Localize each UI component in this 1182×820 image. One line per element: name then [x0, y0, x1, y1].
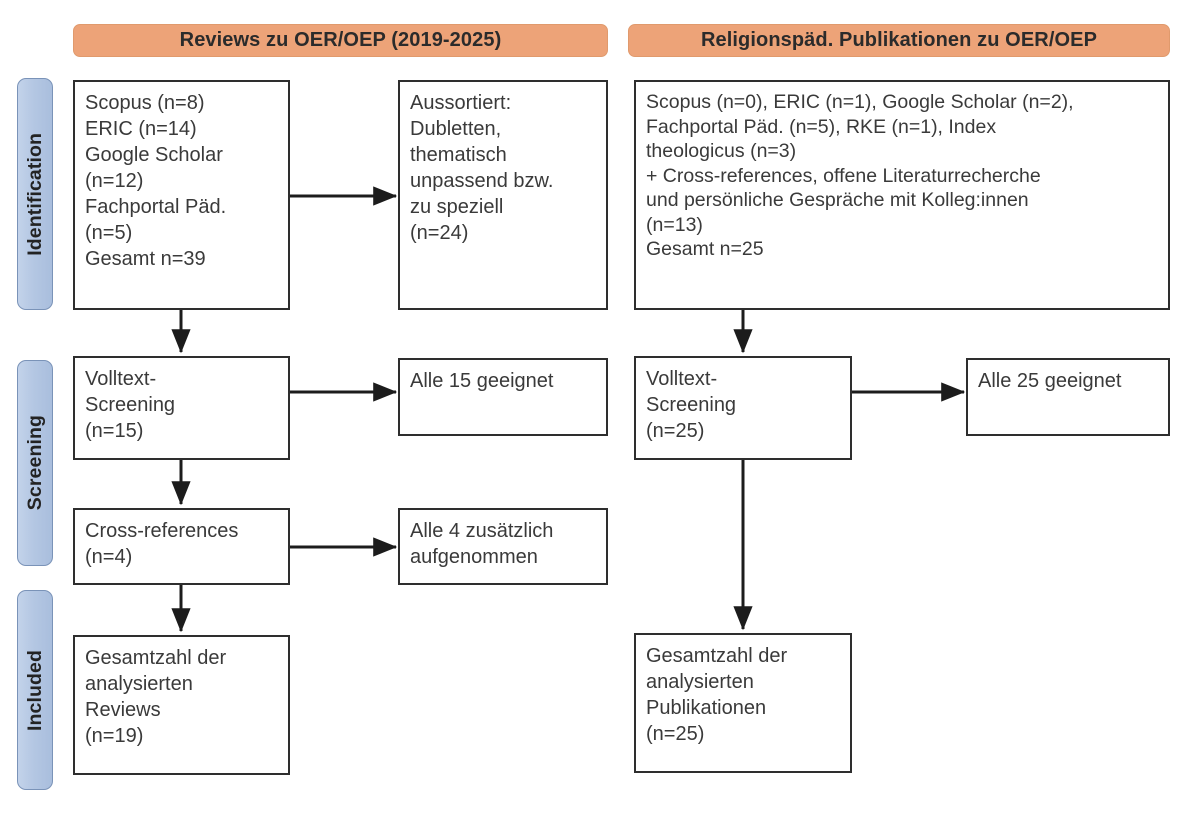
- stage-label-included: Included: [23, 649, 46, 731]
- box-left-crossreferences: Cross-references (n=4): [73, 508, 290, 585]
- box-left-sources: Scopus (n=8) ERIC (n=14) Google Scholar …: [73, 80, 290, 310]
- column-header-reviews-label: Reviews zu OER/OEP (2019-2025): [179, 29, 502, 51]
- box-right-included-total: Gesamtzahl der analysierten Publikatione…: [634, 633, 852, 773]
- stage-label-identification: Identification: [23, 132, 46, 256]
- box-left-fulltext-result: Alle 15 geeignet: [398, 358, 608, 436]
- box-left-crossreferences-result: Alle 4 zusätzlich aufgenommen: [398, 508, 608, 585]
- stage-label-screening: Screening: [23, 415, 46, 511]
- column-header-reviews: Reviews zu OER/OEP (2019-2025): [73, 24, 608, 57]
- stage-pill-included: Included: [17, 590, 53, 790]
- stage-pill-identification: Identification: [17, 78, 53, 310]
- column-header-religionspaed: Religionspäd. Publikationen zu OER/OEP: [628, 24, 1170, 57]
- box-right-fulltext-result: Alle 25 geeignet: [966, 358, 1170, 436]
- column-header-religionspaed-label: Religionspäd. Publikationen zu OER/OEP: [700, 29, 1098, 51]
- stage-pill-screening: Screening: [17, 360, 53, 566]
- box-left-included-total: Gesamtzahl der analysierten Reviews (n=1…: [73, 635, 290, 775]
- box-left-fulltext-screening: Volltext- Screening (n=15): [73, 356, 290, 460]
- box-right-sources: Scopus (n=0), ERIC (n=1), Google Scholar…: [634, 80, 1170, 310]
- box-right-fulltext-screening: Volltext- Screening (n=25): [634, 356, 852, 460]
- box-left-excluded: Aussortiert: Dubletten, thematisch unpas…: [398, 80, 608, 310]
